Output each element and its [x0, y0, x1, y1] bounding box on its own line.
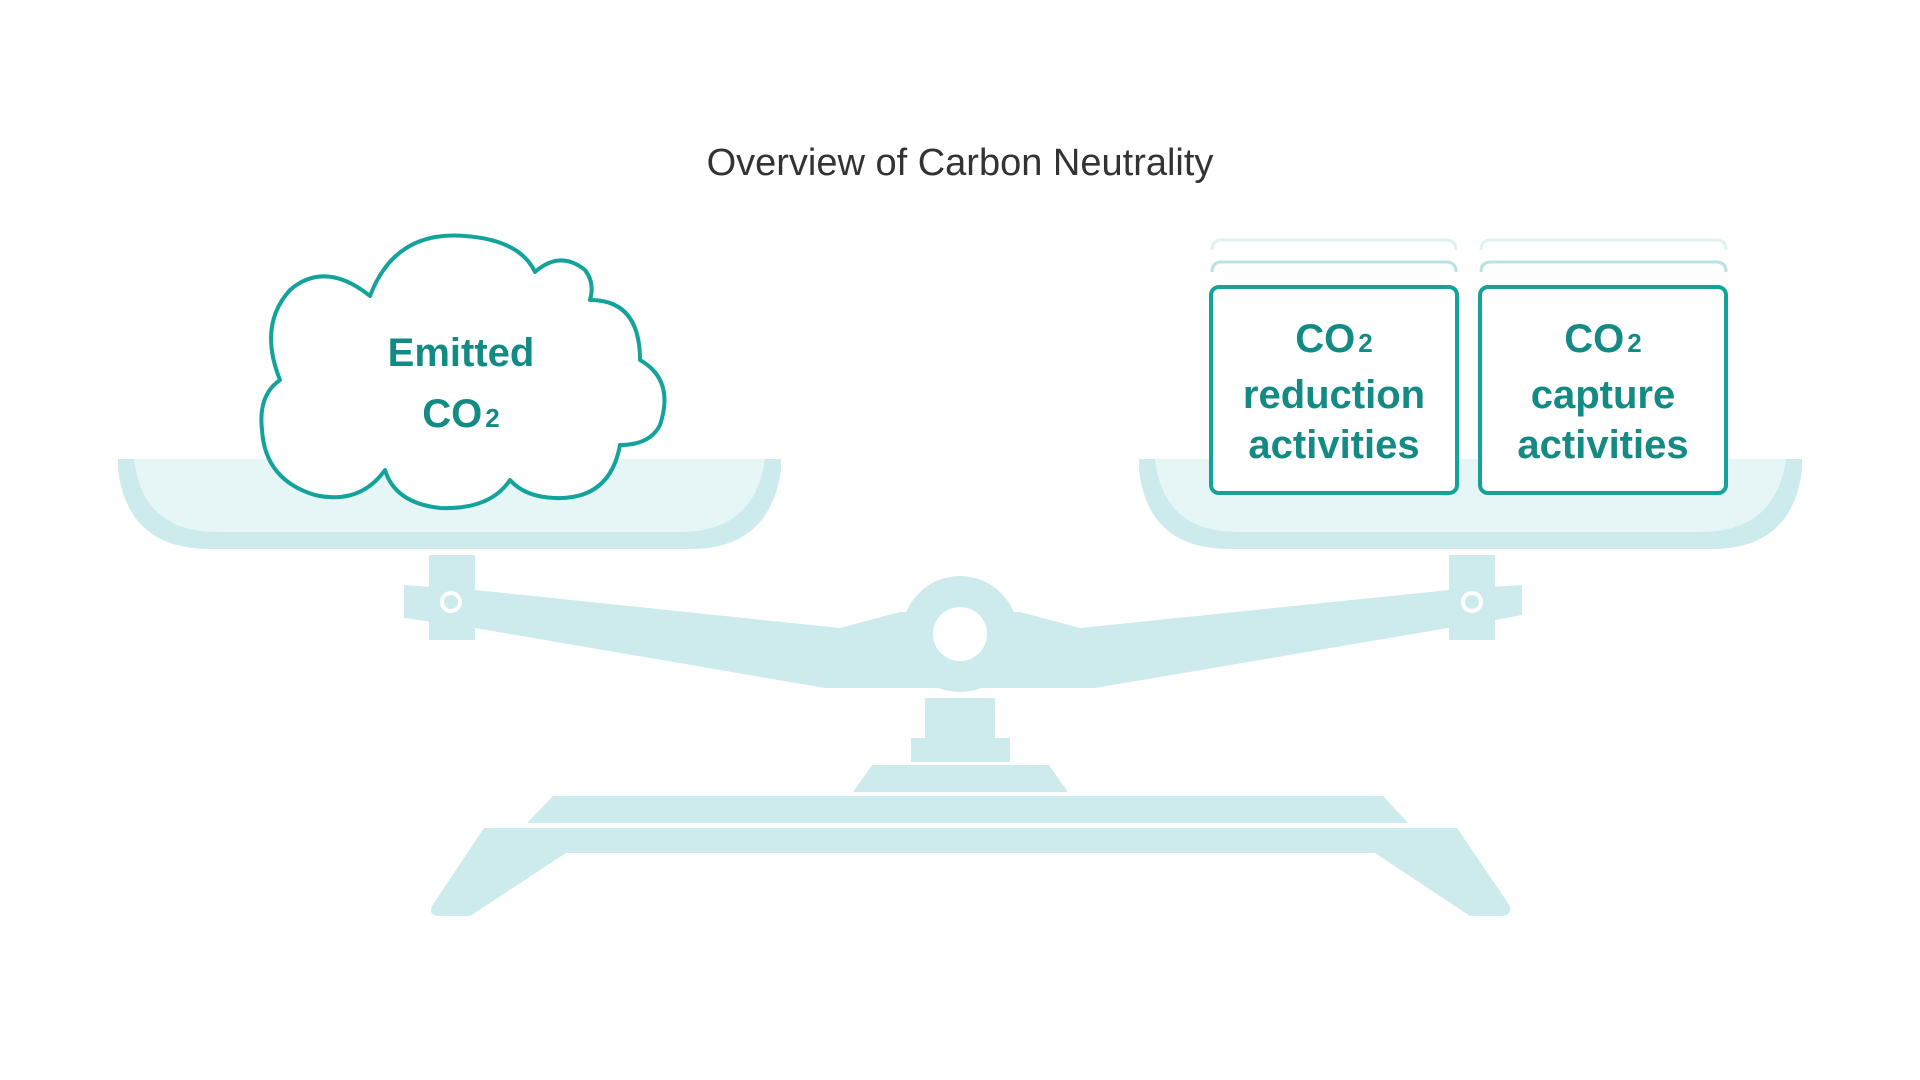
box2-line3: activities [1517, 423, 1688, 467]
scale-beam [404, 555, 1522, 692]
scale-base [431, 698, 1511, 916]
pivot-hole [933, 607, 987, 661]
box1-line3: activities [1248, 423, 1419, 467]
cloud-label-line1: Emitted [388, 331, 535, 375]
left-hanger [429, 555, 475, 640]
diagram-title: Overview of Carbon Neutrality [707, 142, 1214, 184]
box2-line2: capture [1531, 373, 1676, 417]
box1-line2: reduction [1243, 373, 1425, 417]
right-hanger [1449, 555, 1495, 640]
